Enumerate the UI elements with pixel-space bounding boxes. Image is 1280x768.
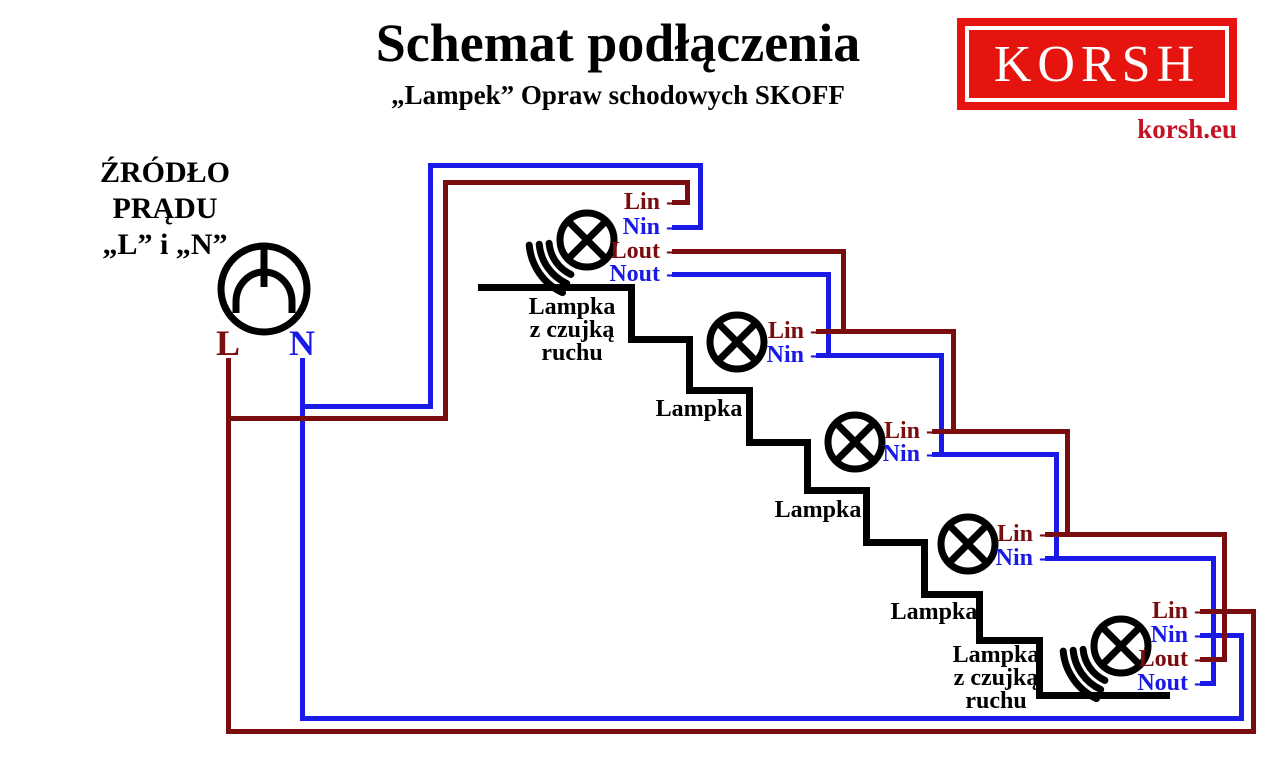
motion-sensor-waves-icon <box>545 239 575 278</box>
n-wire-segment <box>428 163 433 409</box>
lamp-with-motion-sensor-icon <box>525 209 618 297</box>
n-wire-segment <box>816 353 944 358</box>
live-terminal-label: L <box>215 323 240 363</box>
stair-outline-segment <box>746 439 811 446</box>
lamp-2-label: Lampka <box>655 396 743 422</box>
l-wire-segment <box>816 329 956 334</box>
terminal-label-nin: Nin - <box>995 545 1047 571</box>
lamp-3-label: Lampka <box>774 497 862 523</box>
terminal-label-lout: Lout - <box>1138 646 1202 672</box>
l-wire-segment <box>226 416 448 421</box>
stair-outline-segment <box>976 637 1043 644</box>
n-wire-segment <box>300 358 305 721</box>
motion-sensor-waves-icon <box>1079 645 1109 684</box>
lamp-1-label: Lampka z czujką ruchu <box>528 294 616 366</box>
terminal-label-lin: Lin - <box>623 189 674 215</box>
lamp-4-label: Lampka <box>890 599 978 625</box>
l-wire-segment <box>1200 657 1227 662</box>
l-wire-segment <box>951 329 956 434</box>
lamp-icon <box>706 311 768 373</box>
power-source-line-3: „L” i „N” <box>102 228 228 261</box>
n-wire-segment <box>300 404 433 409</box>
stair-outline-segment <box>976 591 983 644</box>
n-wire-segment <box>1054 452 1059 561</box>
stair-outline-segment <box>686 336 693 394</box>
l-wire-segment <box>1045 532 1227 537</box>
l-wire-segment <box>932 429 1070 434</box>
n-wire-segment <box>428 163 703 168</box>
l-wire-segment <box>1251 609 1256 734</box>
terminal-label-lin: Lin - <box>1151 598 1202 624</box>
stair-outline-segment <box>1036 692 1170 699</box>
stair-outline-segment <box>628 284 635 343</box>
power-source-line-1: ŹRÓDŁO <box>99 156 231 189</box>
stair-outline-segment <box>686 387 753 394</box>
stair-outline-segment <box>863 539 928 546</box>
n-wire-segment <box>1211 556 1216 686</box>
n-wire-segment <box>826 272 831 358</box>
neutral-terminal-label: N <box>289 323 315 363</box>
website-text: korsh.eu <box>1137 114 1237 144</box>
terminal-label-lout: Lout - <box>610 238 674 264</box>
stair-outline-segment <box>921 539 928 598</box>
stair-outline-segment <box>746 387 753 446</box>
n-wire-segment <box>939 353 944 457</box>
lamp-icon <box>824 411 886 473</box>
terminal-label-nin: Nin - <box>882 441 934 467</box>
terminal-label-lin: Lin - <box>996 521 1047 547</box>
l-wire-segment <box>443 180 448 421</box>
power-source-icon <box>217 242 311 336</box>
page-subtitle: „Lampek” Opraw schodowych SKOFF <box>391 80 845 110</box>
terminal-label-nin: Nin - <box>1150 622 1202 648</box>
terminal-label-lin: Lin - <box>767 318 818 344</box>
n-wire-segment <box>672 272 831 277</box>
korsh-logo: KORSH <box>957 18 1237 110</box>
terminal-label-nout: Nout - <box>609 261 674 287</box>
l-wire-segment <box>672 200 690 205</box>
n-wire-segment <box>932 452 1059 457</box>
stair-outline-segment <box>863 487 870 546</box>
power-source-title: ŹRÓDŁO PRĄDU „L” i „N” <box>40 155 290 263</box>
terminal-label-lin: Lin - <box>883 418 934 444</box>
l-wire-segment <box>672 249 846 254</box>
stair-outline-segment <box>921 591 983 598</box>
page-title: Schemat podłączenia <box>375 13 861 73</box>
stair-outline-segment <box>804 439 811 494</box>
n-wire-segment <box>672 225 703 230</box>
n-wire-segment <box>698 163 703 230</box>
lamp-icon <box>937 513 999 575</box>
terminal-label-nout: Nout - <box>1137 670 1202 696</box>
stair-outline-segment <box>804 487 870 494</box>
l-wire-segment <box>841 249 846 334</box>
power-source-line-2: PRĄDU <box>112 192 218 225</box>
l-wire-segment <box>226 358 231 734</box>
l-wire-segment <box>1200 609 1256 614</box>
terminal-label-nin: Nin - <box>622 214 674 240</box>
n-wire-segment <box>1239 633 1244 721</box>
terminal-label-nin: Nin - <box>766 342 818 368</box>
lamp-5-label: Lampka z czujką ruchu <box>952 642 1040 714</box>
n-wire-segment <box>1200 681 1216 686</box>
stair-outline-segment <box>1036 637 1043 699</box>
n-wire-segment <box>300 716 1244 721</box>
lamp-with-motion-sensor-icon <box>1059 615 1152 703</box>
stair-outline-segment <box>628 336 693 343</box>
korsh-logo-text: KORSH <box>993 35 1201 93</box>
korsh-logo-frame: KORSH <box>965 26 1229 102</box>
l-wire-segment <box>685 180 690 205</box>
l-wire-segment <box>1222 532 1227 662</box>
l-wire-segment <box>443 180 690 185</box>
l-wire-segment <box>226 729 1256 734</box>
n-wire-segment <box>1045 556 1216 561</box>
l-wire-segment <box>1065 429 1070 537</box>
